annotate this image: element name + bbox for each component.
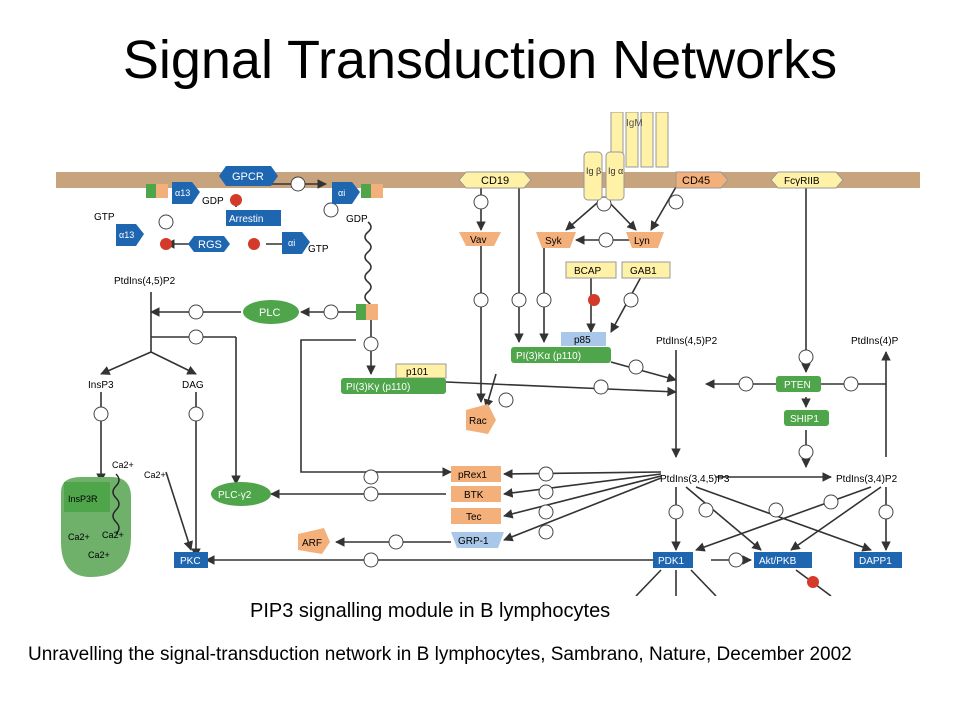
arrestin-label: Arrestin <box>229 214 263 225</box>
ca-er-2: Ca2+ <box>102 530 124 540</box>
bcap-node <box>565 261 617 279</box>
plc-node <box>243 300 299 324</box>
g-gamma-mid <box>356 304 366 320</box>
ptdins345p3-label: PtdIns(3,4,5)P3 <box>660 474 730 485</box>
igm-label: IgM <box>626 118 643 129</box>
prex1-label: pRex1 <box>458 470 487 481</box>
rgs-label: RGS <box>198 239 222 251</box>
arrestin-node <box>226 210 281 226</box>
aktpkb-node <box>754 552 812 568</box>
rac-node <box>466 404 496 434</box>
ig-beta-label: Ig β <box>586 166 601 176</box>
g-beta-left <box>156 184 168 198</box>
pi3kg-node <box>341 378 446 394</box>
ship1-node <box>784 410 829 426</box>
dapp1-label: DAPP1 <box>859 556 892 567</box>
syk-node <box>536 232 576 248</box>
g-beta-mid <box>366 304 378 320</box>
cd45-label: CD45 <box>682 175 710 187</box>
gai-bottom-label: αi <box>288 238 295 248</box>
figure-citation: Unravelling the signal-transduction netw… <box>28 644 852 665</box>
ga13-top-label: α13 <box>175 188 190 198</box>
pten-node <box>776 376 821 392</box>
fcgriib-node <box>770 171 844 189</box>
arf-node <box>298 528 330 554</box>
ptdins45p2-right: PtdIns(4,5)P2 <box>656 336 718 347</box>
ca-er-1: Ca2+ <box>68 532 90 542</box>
ca-cytosol-2: Ca2+ <box>144 470 166 480</box>
ga13-top <box>172 182 200 204</box>
grp1-label: GRP-1 <box>458 536 489 547</box>
pi3kg-label: PI(3)Kγ (p110) <box>346 382 410 393</box>
ptdins34p2-label: PtdIns(3,4)P2 <box>836 474 898 485</box>
ptdins4p-label: PtdIns(4)P <box>851 336 899 347</box>
lyn-label: Lyn <box>634 236 650 247</box>
gpcr-node <box>219 166 278 186</box>
btk-label: BTK <box>464 490 484 501</box>
dapp1-node <box>854 552 902 568</box>
lyn-node <box>626 232 664 248</box>
g-gamma-left <box>146 184 156 198</box>
tec-node <box>451 508 501 524</box>
slide-title: Signal Transduction Networks <box>122 30 838 90</box>
rac-label: Rac <box>469 416 487 427</box>
gpcr-label: GPCR <box>232 171 264 183</box>
gtp-label-left: GTP <box>94 212 115 223</box>
ptdins45p2-left: PtdIns(4,5)P2 <box>114 276 176 287</box>
gab1-node <box>621 261 671 279</box>
gab1-label: GAB1 <box>630 266 657 277</box>
ga13-bottom-label: α13 <box>119 230 134 240</box>
ga13-bottom <box>116 224 144 246</box>
gai-top-label: αi <box>338 188 345 198</box>
fcgriib-label: FcγRIIB <box>784 176 820 187</box>
figure-caption: PIP3 signalling module in B lymphocytes <box>250 600 611 622</box>
cd45-node <box>675 171 729 189</box>
pdk1-label: PDK1 <box>658 556 685 567</box>
plcg2-node <box>211 482 271 506</box>
igm-receptor: IgM Ig β Ig α <box>583 111 669 201</box>
p85-node <box>561 332 606 346</box>
ig-alpha-label: Ig α <box>608 166 623 176</box>
endoplasmic-reticulum: InsP3R Ca2+ Ca2+ Ca2+ <box>61 473 131 577</box>
tec-label: Tec <box>466 512 482 523</box>
btk-node <box>451 486 501 502</box>
pkc-label: PKC <box>180 556 201 567</box>
vav-label: Vav <box>470 235 487 246</box>
pi3ka-node <box>511 347 611 363</box>
gdp-label-left: GDP <box>202 196 224 207</box>
signal-network-diagram: IgM Ig β Ig α CD19 CD45 FcγRIIB GPCR Arr… <box>56 111 920 597</box>
gtp-label-right: GTP <box>308 244 329 255</box>
pkc-node <box>174 552 208 568</box>
pten-label: PTEN <box>784 380 811 391</box>
ca-cytosol-1: Ca2+ <box>112 460 134 470</box>
pi3ka-label: PI(3)Kα (p110) <box>516 351 581 362</box>
gdp-label-right: GDP <box>346 214 368 225</box>
vav-node <box>459 232 501 246</box>
g-gamma-right <box>361 184 371 198</box>
cd19-node <box>458 171 532 189</box>
p85-label: p85 <box>574 335 591 346</box>
grp1-node <box>451 532 504 548</box>
gai-top <box>332 182 360 204</box>
cd19-label: CD19 <box>481 175 509 187</box>
gai-bottom <box>282 232 310 254</box>
arf-label: ARF <box>302 538 322 549</box>
aktpkb-label: Akt/PKB <box>759 556 797 567</box>
pdk1-node <box>653 552 693 568</box>
plcg2-label: PLC-γ2 <box>218 490 252 501</box>
ca-er-3: Ca2+ <box>88 550 110 560</box>
ins3-label: InsP3 <box>88 380 114 391</box>
rgs-node <box>188 236 230 252</box>
ship1-label: SHIP1 <box>790 414 819 425</box>
syk-label: Syk <box>545 236 563 247</box>
ins3r-label: InsP3R <box>68 494 98 504</box>
p101-label: p101 <box>406 367 429 378</box>
g-beta-right <box>371 184 383 198</box>
prex1-node <box>451 466 501 482</box>
plc-label: PLC <box>259 307 280 319</box>
bcap-label: BCAP <box>574 266 602 277</box>
dag-label: DAG <box>182 380 204 391</box>
